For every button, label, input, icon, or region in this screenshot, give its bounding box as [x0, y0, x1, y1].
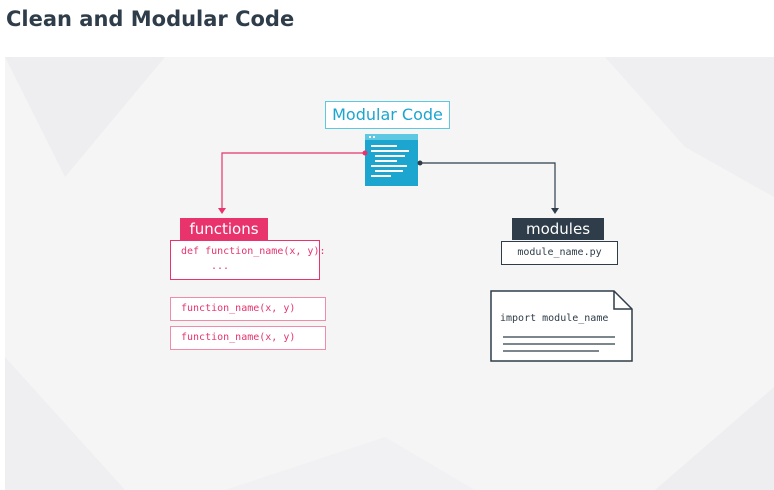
code-document-icon	[365, 134, 418, 186]
import-statement: import module_name	[500, 313, 609, 324]
background-texture	[5, 57, 774, 490]
modules-connector	[420, 162, 556, 210]
diagram-slide: Modular Code functions def function_name…	[5, 57, 774, 490]
function-definition: def function_name(x, y):	[181, 246, 326, 257]
diagram-connectors	[218, 150, 559, 214]
document-icon	[490, 290, 633, 362]
functions-label: functions	[180, 218, 268, 240]
modular-code-title: Modular Code	[325, 101, 450, 129]
functions-connector	[221, 152, 365, 210]
function-call-2: function_name(x, y)	[170, 326, 326, 350]
function-definition-box: def function_name(x, y): ...	[170, 240, 326, 280]
functions-arrowhead	[218, 208, 226, 214]
page-title: Clean and Modular Code	[6, 7, 295, 31]
function-body: ...	[211, 261, 230, 272]
modules-label: modules	[512, 218, 604, 240]
modules-arrowhead	[551, 208, 559, 214]
module-file-box: module_name.py	[501, 241, 618, 265]
function-call-1: function_name(x, y)	[170, 297, 326, 321]
